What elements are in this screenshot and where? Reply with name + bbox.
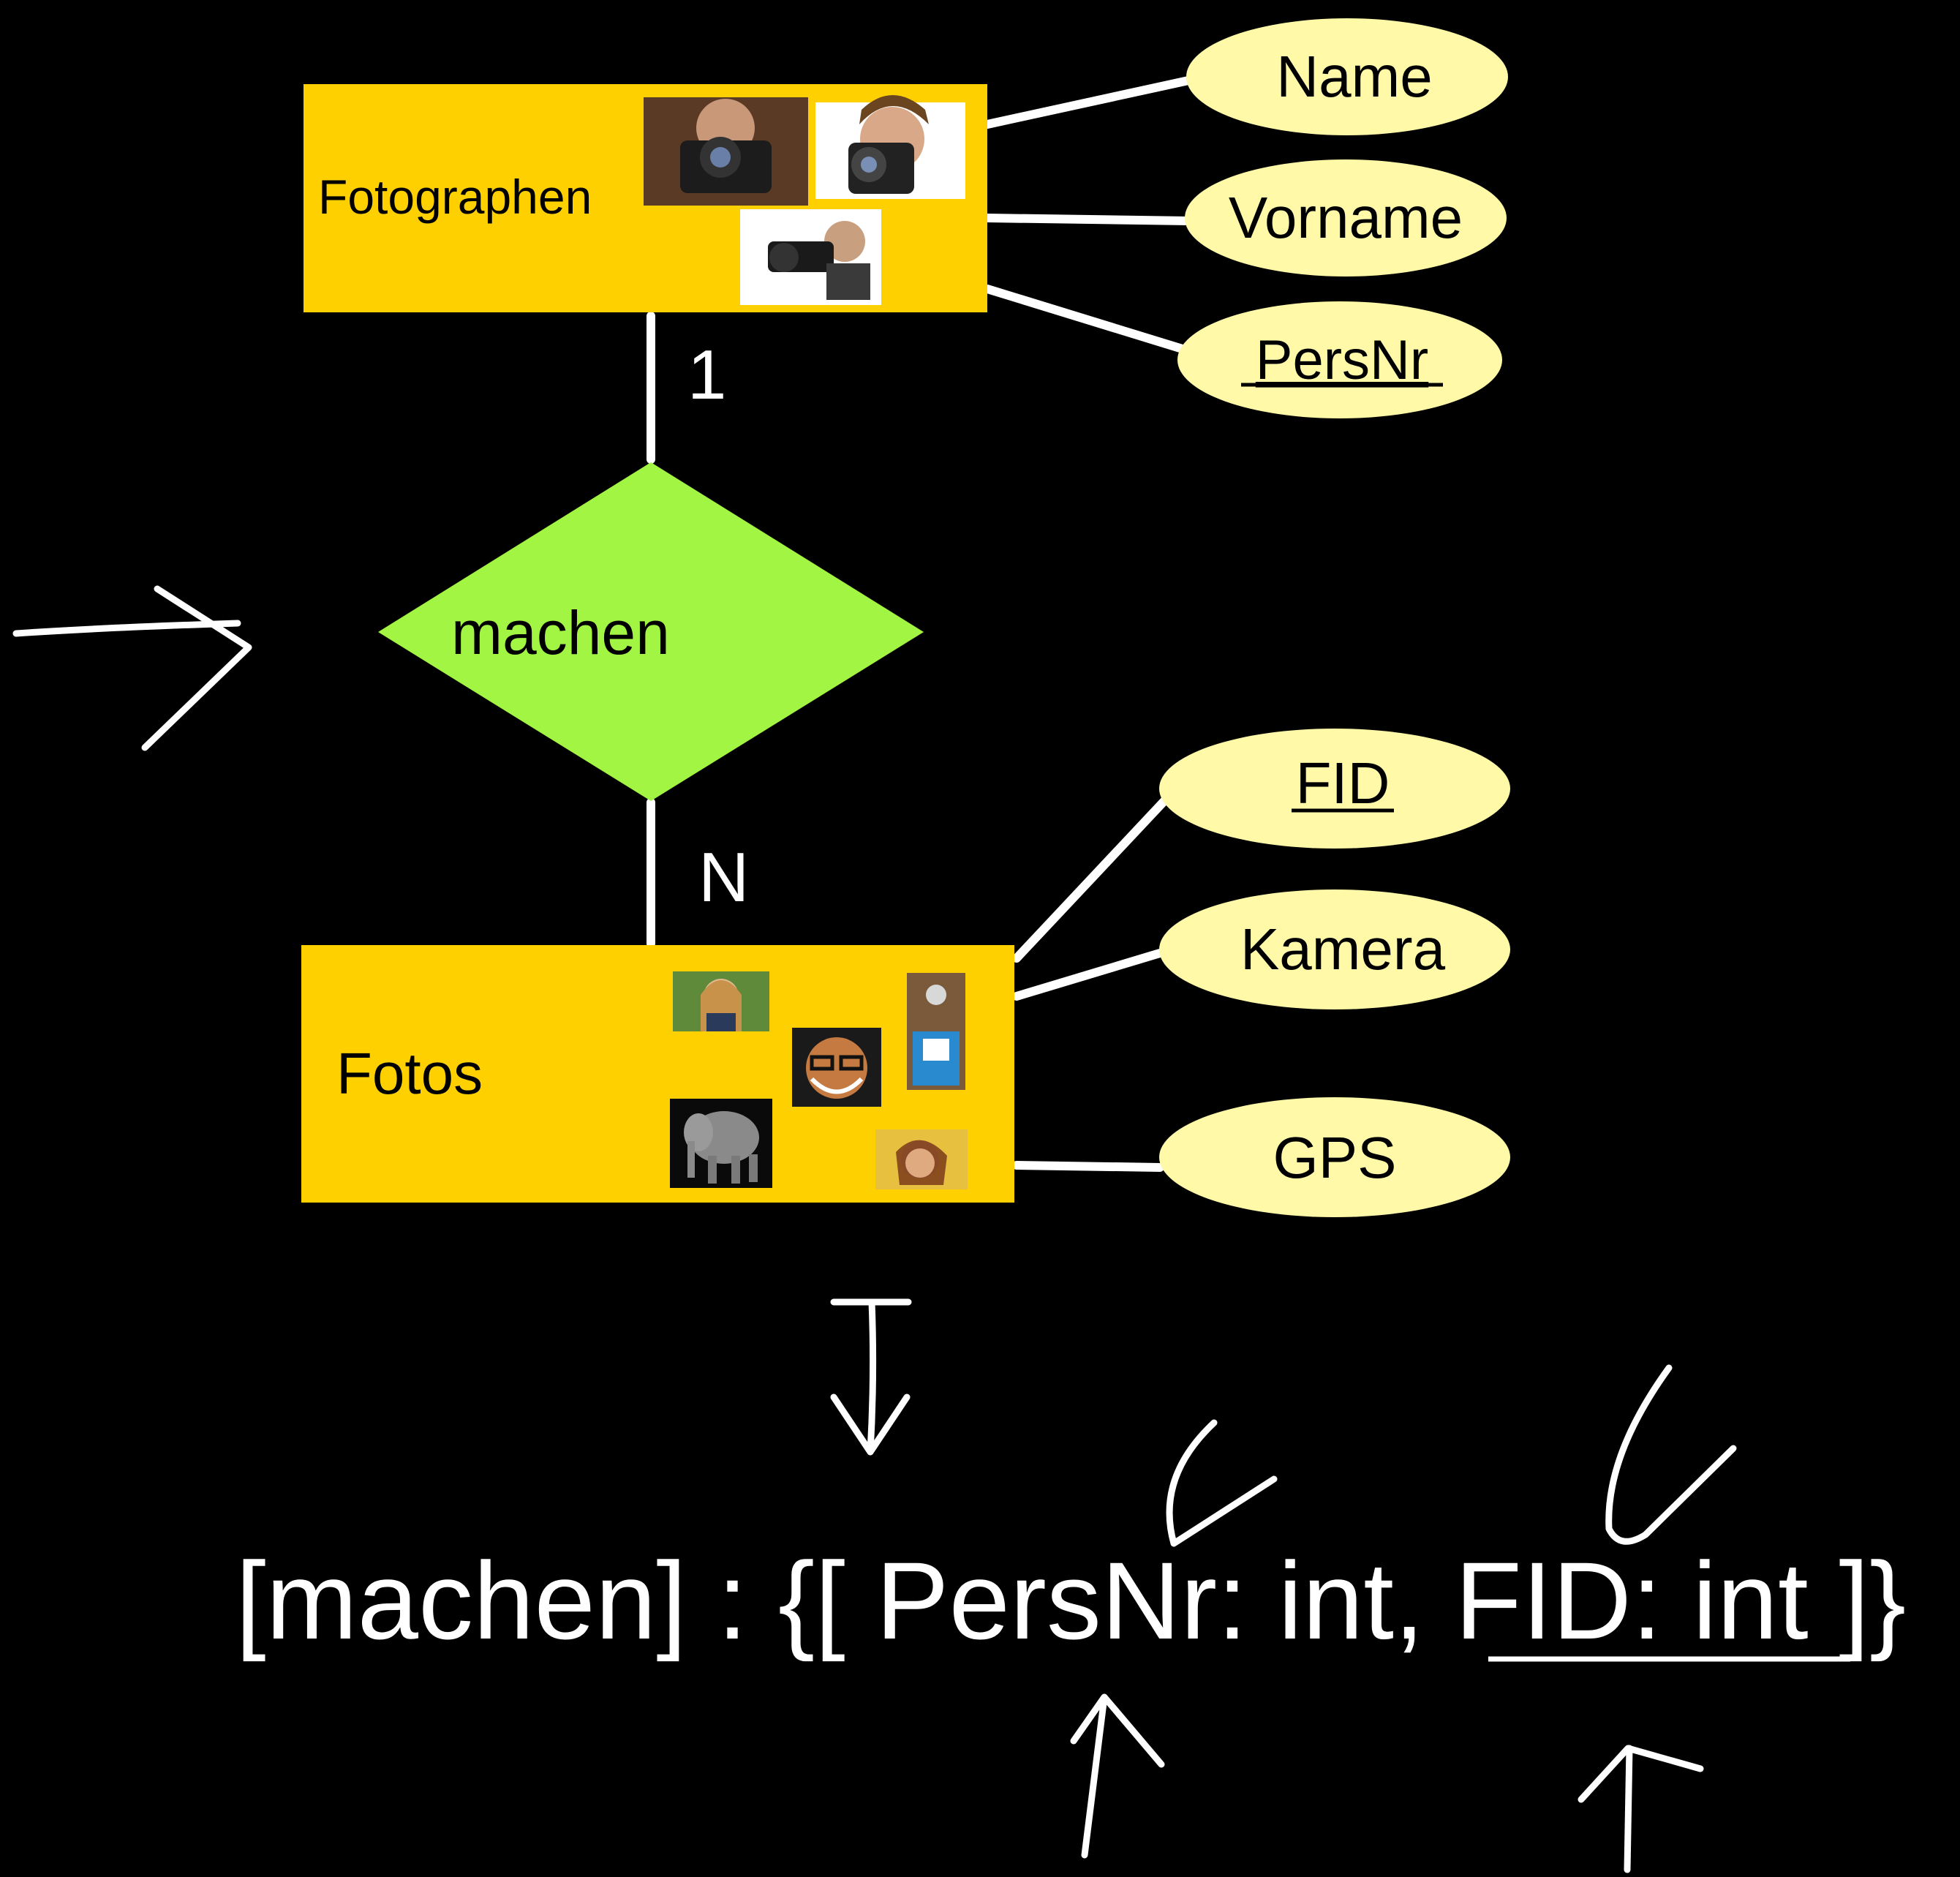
attribute-name-label: Name xyxy=(1276,44,1432,109)
attribute-name: Name xyxy=(1186,18,1508,135)
attribute-gps: GPS xyxy=(1159,1097,1510,1217)
schema-field-persnr: PersNr: int, xyxy=(875,1539,1424,1662)
attributes: Name Vorname PersNr FID Kamera GPS xyxy=(1159,18,1510,1217)
attribute-kamera: Kamera xyxy=(1159,889,1510,1009)
handwritten-check-persnr xyxy=(1166,1419,1278,1547)
photo-woman-flowers-image xyxy=(875,1129,968,1189)
cardinality-top: 1 xyxy=(687,336,726,414)
entity-fotos-label: Fotos xyxy=(336,1041,483,1106)
line-fid xyxy=(1012,797,1169,963)
relationship-diamond xyxy=(378,462,924,801)
schema-prefix: [machen] : {[ xyxy=(235,1539,875,1662)
entity-fotographen-label: Fotographen xyxy=(318,170,592,224)
photo-booth-image xyxy=(907,973,965,1090)
schema-gap xyxy=(1425,1539,1455,1662)
photo-man-glasses-image xyxy=(792,1028,881,1107)
attribute-persnr: PersNr xyxy=(1177,301,1502,418)
handwritten-up-arrow-persnr xyxy=(1070,1693,1165,1859)
connector-lines xyxy=(647,76,1193,1172)
line-gps xyxy=(1012,1161,1164,1172)
entity-fotos: Fotos xyxy=(301,945,1014,1203)
photographer-image-2 xyxy=(815,95,965,199)
line-name xyxy=(983,76,1193,129)
line-persnr xyxy=(983,285,1189,354)
handwritten-mapsto-arrow xyxy=(830,1298,912,1456)
entity-fotographen: Fotographen xyxy=(304,84,987,312)
handwritten-check-fid xyxy=(1605,1364,1737,1545)
photographer-image-1 xyxy=(644,97,808,206)
photo-woman-outdoor-image xyxy=(673,971,769,1031)
relational-schema: [machen] : {[ PersNr: int, FID: int ]} xyxy=(235,1539,1906,1662)
attribute-gps-label: GPS xyxy=(1273,1125,1397,1190)
attribute-persnr-label: PersNr xyxy=(1256,329,1428,391)
photo-elephant-image xyxy=(670,1099,772,1188)
handwritten-annotations xyxy=(12,585,1737,1873)
line-vorname xyxy=(983,214,1193,225)
schema-suffix: ]} xyxy=(1809,1539,1906,1662)
schema-text: [machen] : {[ PersNr: int, FID: int ]} xyxy=(235,1539,1906,1662)
line-kamera xyxy=(1012,949,1164,1001)
attribute-kamera-label: Kamera xyxy=(1240,917,1446,982)
relationship-machen: machen xyxy=(378,462,924,801)
attribute-vorname-label: Vorname xyxy=(1229,185,1463,250)
handwritten-arrow-to-relationship xyxy=(12,620,241,637)
attribute-fid: FID xyxy=(1159,729,1510,849)
photographer-image-3 xyxy=(740,209,881,305)
attribute-fid-label: FID xyxy=(1296,751,1390,816)
handwritten-arrow-to-relationship-head xyxy=(141,585,252,751)
relationship-label: machen xyxy=(451,598,670,667)
attribute-vorname: Vorname xyxy=(1185,159,1507,277)
handwritten-up-arrow-fid xyxy=(1578,1745,1704,1873)
schema-field-fid: FID: int xyxy=(1455,1539,1808,1662)
cardinality-bottom: N xyxy=(698,838,749,917)
